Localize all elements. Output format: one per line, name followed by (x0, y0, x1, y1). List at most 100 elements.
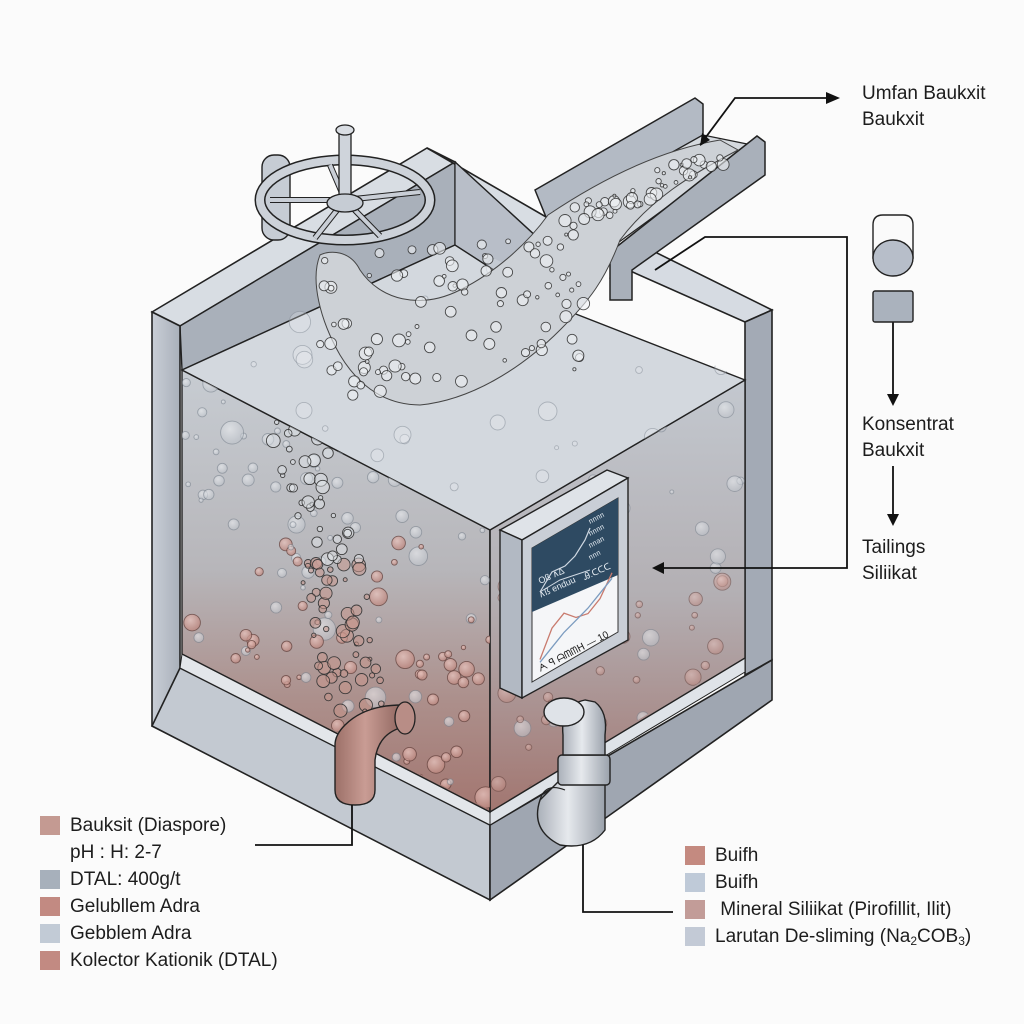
tailings-leader (582, 845, 673, 913)
bubble (327, 534, 334, 541)
bubble (682, 168, 696, 182)
bubble (440, 752, 452, 763)
bubble (564, 232, 569, 237)
bubble (555, 292, 561, 298)
bubble (347, 389, 359, 401)
bubble (655, 178, 662, 185)
bubble (539, 254, 554, 268)
legend-label: DTAL: 400g/t (70, 868, 181, 890)
bubble (311, 536, 323, 548)
legend-label: Buifh (715, 844, 759, 866)
bubble (694, 521, 710, 536)
bubble (447, 281, 459, 292)
bubble (583, 201, 590, 208)
valve-handwheel (254, 124, 436, 246)
bubble (300, 584, 306, 591)
bubble (726, 475, 743, 492)
bubble (337, 318, 350, 330)
bubble (673, 180, 679, 185)
bubble (254, 654, 260, 660)
bubble (688, 175, 693, 180)
bubble (529, 248, 541, 259)
monitor-leader (654, 236, 848, 569)
bubble (688, 624, 695, 631)
bubble (520, 348, 531, 358)
bubble (423, 653, 431, 661)
legend-swatch (685, 927, 705, 946)
bubble (338, 681, 352, 695)
bubble (245, 647, 251, 653)
bubble (542, 235, 553, 246)
bubble (482, 253, 494, 265)
bubble (635, 366, 643, 374)
bubble (213, 474, 225, 487)
legend-swatch-empty (40, 843, 60, 862)
bubble (432, 372, 442, 383)
bubble (635, 600, 644, 609)
bubble (327, 550, 338, 562)
bubble (375, 616, 383, 624)
bubble (314, 498, 325, 510)
bubble (366, 636, 373, 644)
bubble (318, 280, 330, 292)
bubble (241, 473, 255, 487)
bubble (654, 167, 661, 174)
bubble (572, 367, 577, 372)
bubble (567, 229, 579, 241)
bubble (566, 333, 578, 345)
legend-item: Mineral Siliikat (Pirofillit, Ilit) (685, 896, 971, 923)
bubble (297, 600, 308, 612)
bubble (402, 746, 417, 762)
bubble (354, 673, 369, 687)
bubble (277, 567, 287, 578)
bubble (445, 259, 459, 273)
bubble (485, 635, 490, 644)
bubble (444, 305, 457, 318)
concentrate-label-line2: Baukxit (862, 440, 925, 461)
bubble (314, 661, 324, 671)
bubble (359, 656, 372, 669)
bubble (415, 659, 424, 668)
bubble (558, 214, 572, 228)
bubble (393, 425, 412, 444)
bubble (363, 593, 370, 600)
tailings-outlet-pipe (536, 697, 611, 847)
bubble (369, 587, 388, 607)
bubble (247, 462, 259, 474)
bubble (471, 672, 485, 686)
bubble (684, 668, 702, 686)
legend-swatch (40, 951, 60, 970)
bubble (479, 575, 490, 586)
bubble (212, 448, 220, 456)
bubble (333, 703, 348, 718)
bubble (483, 337, 496, 350)
bubble (277, 465, 287, 475)
bubble (569, 221, 578, 230)
legend-swatch (40, 897, 60, 916)
legend-item: Larutan De-sliming (Na2COB3) (685, 923, 971, 950)
bubble (301, 495, 315, 509)
bubble (316, 525, 324, 533)
bubble (456, 278, 469, 291)
bubble (390, 269, 404, 282)
feed-chute (315, 97, 766, 406)
bubble (408, 689, 423, 704)
bubble (324, 692, 333, 702)
bubble (295, 350, 314, 369)
bubble (441, 273, 447, 279)
legend-swatch (685, 900, 705, 919)
collector-box-icon (872, 290, 914, 323)
concentrate-label-line1: Konsentrat (862, 414, 954, 435)
bubble (370, 663, 382, 675)
bubble (516, 715, 525, 724)
bubble (444, 650, 453, 659)
legend-item: Bauksit (Diaspore) (40, 812, 278, 839)
legend-left: Bauksit (Diaspore) pH : H: 2-7 DTAL: 400… (40, 812, 278, 974)
bubble (182, 763, 189, 771)
bubble (292, 344, 313, 365)
bubble (449, 482, 459, 492)
legend-item: Gelubllem Adra (40, 893, 278, 920)
bubble (324, 337, 338, 350)
bubble (408, 546, 429, 566)
tank-outer-wall-right (744, 308, 773, 677)
